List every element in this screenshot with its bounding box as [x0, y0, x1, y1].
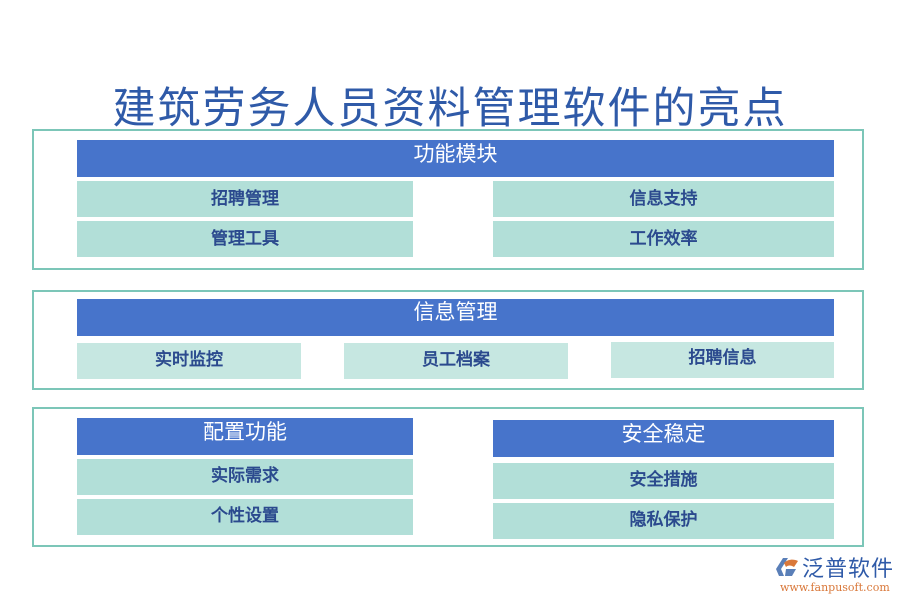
section-information-management [32, 290, 864, 390]
section-function-modules [32, 129, 864, 270]
fanpu-logo-icon [776, 558, 798, 576]
section-header-function-modules: 功能模块 [77, 140, 834, 177]
brand-logo: 泛普软件 www.fanpusoft.com [772, 553, 897, 598]
item-work-efficiency: 工作效率 [493, 221, 834, 257]
page-title: 建筑劳务人员资料管理软件的亮点 [112, 84, 788, 134]
item-privacy-protection: 隐私保护 [493, 503, 834, 539]
item-actual-needs: 实际需求 [77, 459, 413, 495]
item-information-support: 信息支持 [493, 181, 834, 217]
brand-name: 泛普软件 [802, 557, 895, 582]
item-employee-records: 员工档案 [344, 343, 568, 379]
section-header-security-stability: 安全稳定 [493, 420, 834, 457]
item-realtime-monitoring: 实时监控 [77, 343, 301, 379]
section-header-information-management: 信息管理 [77, 299, 834, 336]
brand-url: www.fanpusoft.com [780, 581, 890, 594]
item-personalized-settings: 个性设置 [77, 499, 413, 535]
section-config-security [32, 407, 864, 547]
item-recruitment-management: 招聘管理 [77, 181, 413, 217]
item-recruitment-info: 招聘信息 [611, 342, 834, 378]
section-header-configuration: 配置功能 [77, 418, 413, 455]
item-security-measures: 安全措施 [493, 463, 834, 499]
item-management-tools: 管理工具 [77, 221, 413, 257]
